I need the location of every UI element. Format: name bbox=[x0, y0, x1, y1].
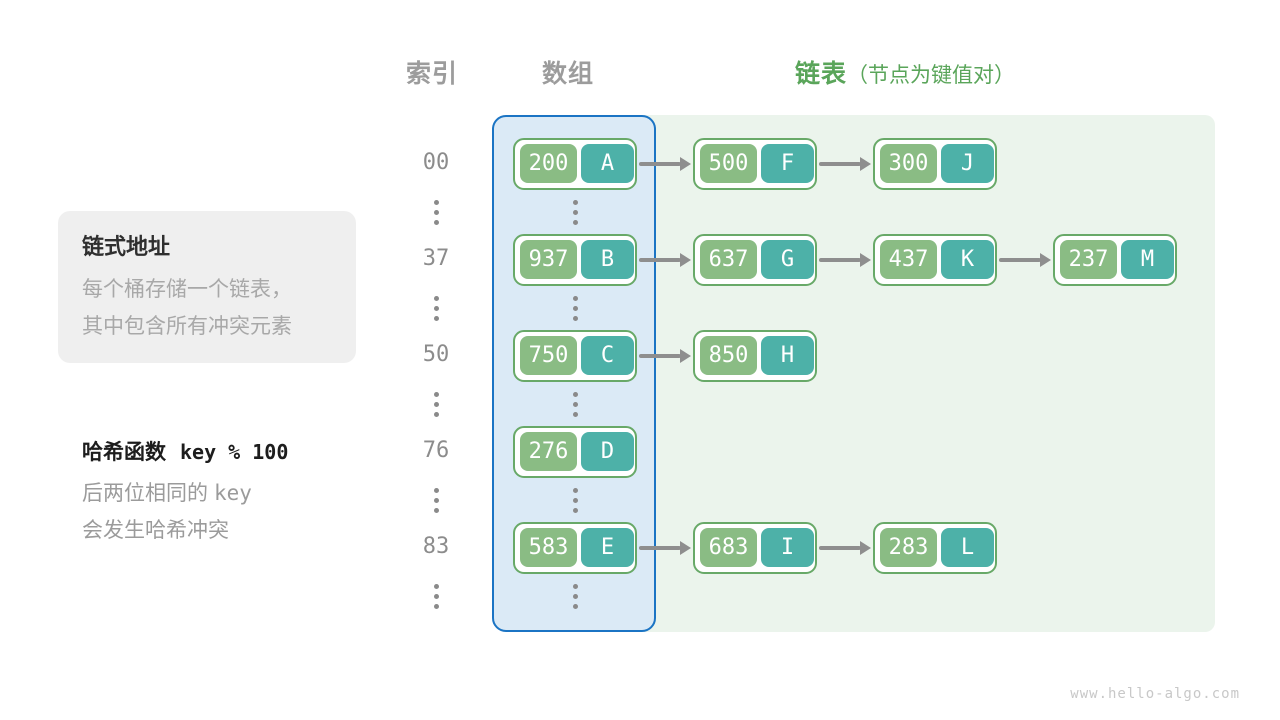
node-value: F bbox=[761, 144, 814, 183]
node-value: E bbox=[581, 528, 634, 567]
watermark: www.hello-algo.com bbox=[1070, 686, 1240, 702]
bucket-index-label: 00 bbox=[422, 150, 450, 175]
info-box-title: 链式地址 bbox=[82, 235, 171, 260]
linked-list-note: （节点为键值对） bbox=[847, 63, 1016, 87]
next-pointer-arrowhead-icon bbox=[860, 253, 871, 267]
node-key: 300 bbox=[880, 144, 937, 183]
hash-note-line: 会发生哈希冲突 bbox=[82, 518, 229, 542]
node-value: A bbox=[581, 144, 634, 183]
next-pointer-arrow-line bbox=[999, 258, 1041, 262]
info-box-line: 其中包含所有冲突元素 bbox=[82, 314, 292, 338]
next-pointer-arrow-line bbox=[639, 546, 681, 550]
node-key: 200 bbox=[520, 144, 577, 183]
linked-list-label: 链表 bbox=[795, 59, 848, 88]
chaining-info-box: 链式地址 每个桶存储一个链表， 其中包含所有冲突元素 bbox=[58, 211, 356, 363]
node-value: I bbox=[761, 528, 814, 567]
vertical-ellipsis-icon bbox=[572, 392, 578, 417]
vertical-ellipsis-icon bbox=[572, 584, 578, 609]
next-pointer-arrow-line bbox=[819, 258, 861, 262]
node-value: J bbox=[941, 144, 994, 183]
index-column-header: 索引 bbox=[405, 59, 458, 88]
next-pointer-arrowhead-icon bbox=[680, 349, 691, 363]
node-key: 937 bbox=[520, 240, 577, 279]
bucket-index-label: 83 bbox=[422, 534, 450, 559]
bucket-index-label: 76 bbox=[422, 438, 450, 463]
node-value: B bbox=[581, 240, 634, 279]
next-pointer-arrowhead-icon bbox=[860, 157, 871, 171]
next-pointer-arrow-line bbox=[639, 258, 681, 262]
linked-list-column-header: 链表（节点为键值对） bbox=[795, 54, 1235, 90]
next-pointer-arrow-line bbox=[639, 354, 681, 358]
node-key: 637 bbox=[700, 240, 757, 279]
next-pointer-arrowhead-icon bbox=[680, 541, 691, 555]
next-pointer-arrowhead-icon bbox=[680, 253, 691, 267]
node-value: C bbox=[581, 336, 634, 375]
node-key: 583 bbox=[520, 528, 577, 567]
vertical-ellipsis-icon bbox=[572, 200, 578, 225]
node-value: G bbox=[761, 240, 814, 279]
node-key: 437 bbox=[880, 240, 937, 279]
bucket-index-label: 50 bbox=[422, 342, 450, 367]
bucket-index-label: 37 bbox=[422, 246, 450, 271]
node-key: 850 bbox=[700, 336, 757, 375]
vertical-ellipsis-icon bbox=[433, 392, 439, 417]
hash-function-label: 哈希函数 bbox=[82, 440, 166, 464]
node-key: 750 bbox=[520, 336, 577, 375]
vertical-ellipsis-icon bbox=[433, 584, 439, 609]
next-pointer-arrowhead-icon bbox=[860, 541, 871, 555]
vertical-ellipsis-icon bbox=[572, 488, 578, 513]
vertical-ellipsis-icon bbox=[433, 488, 439, 513]
node-value: K bbox=[941, 240, 994, 279]
hash-function-title: 哈希函数 key % 100 bbox=[82, 436, 288, 466]
next-pointer-arrowhead-icon bbox=[680, 157, 691, 171]
next-pointer-arrow-line bbox=[819, 546, 861, 550]
node-value: L bbox=[941, 528, 994, 567]
node-key: 683 bbox=[700, 528, 757, 567]
next-pointer-arrow-line bbox=[819, 162, 861, 166]
node-value: H bbox=[761, 336, 814, 375]
hash-function-formula: key % 100 bbox=[180, 440, 289, 464]
node-key: 283 bbox=[880, 528, 937, 567]
info-box-line: 每个桶存储一个链表， bbox=[82, 277, 292, 301]
node-value: M bbox=[1121, 240, 1174, 279]
node-value: D bbox=[581, 432, 634, 471]
array-column-header: 数组 bbox=[541, 59, 594, 88]
node-key: 500 bbox=[700, 144, 757, 183]
node-key: 276 bbox=[520, 432, 577, 471]
vertical-ellipsis-icon bbox=[572, 296, 578, 321]
next-pointer-arrow-line bbox=[639, 162, 681, 166]
node-key: 237 bbox=[1060, 240, 1117, 279]
vertical-ellipsis-icon bbox=[433, 296, 439, 321]
next-pointer-arrowhead-icon bbox=[1040, 253, 1051, 267]
vertical-ellipsis-icon bbox=[433, 200, 439, 225]
